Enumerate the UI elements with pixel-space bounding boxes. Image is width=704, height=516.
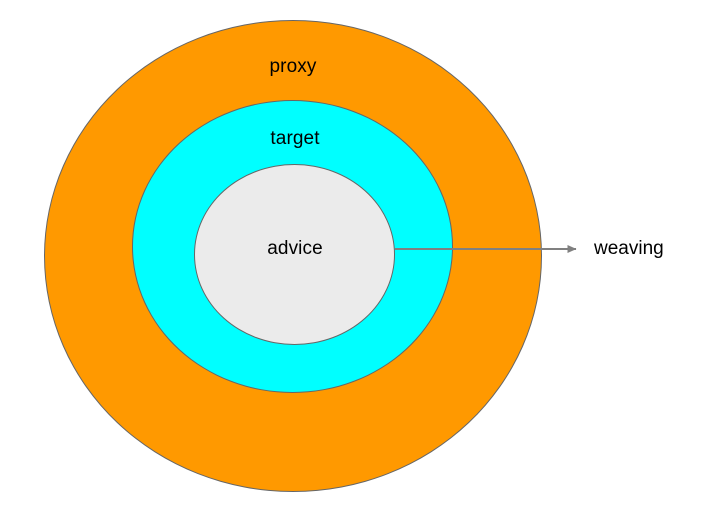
target-label: target [270, 128, 320, 149]
advice-label: advice [267, 238, 323, 259]
advice-ring[interactable] [194, 164, 395, 345]
proxy-label: proxy [269, 56, 317, 77]
weaving-label: weaving [594, 238, 664, 259]
weaving-arrow [395, 245, 577, 253]
